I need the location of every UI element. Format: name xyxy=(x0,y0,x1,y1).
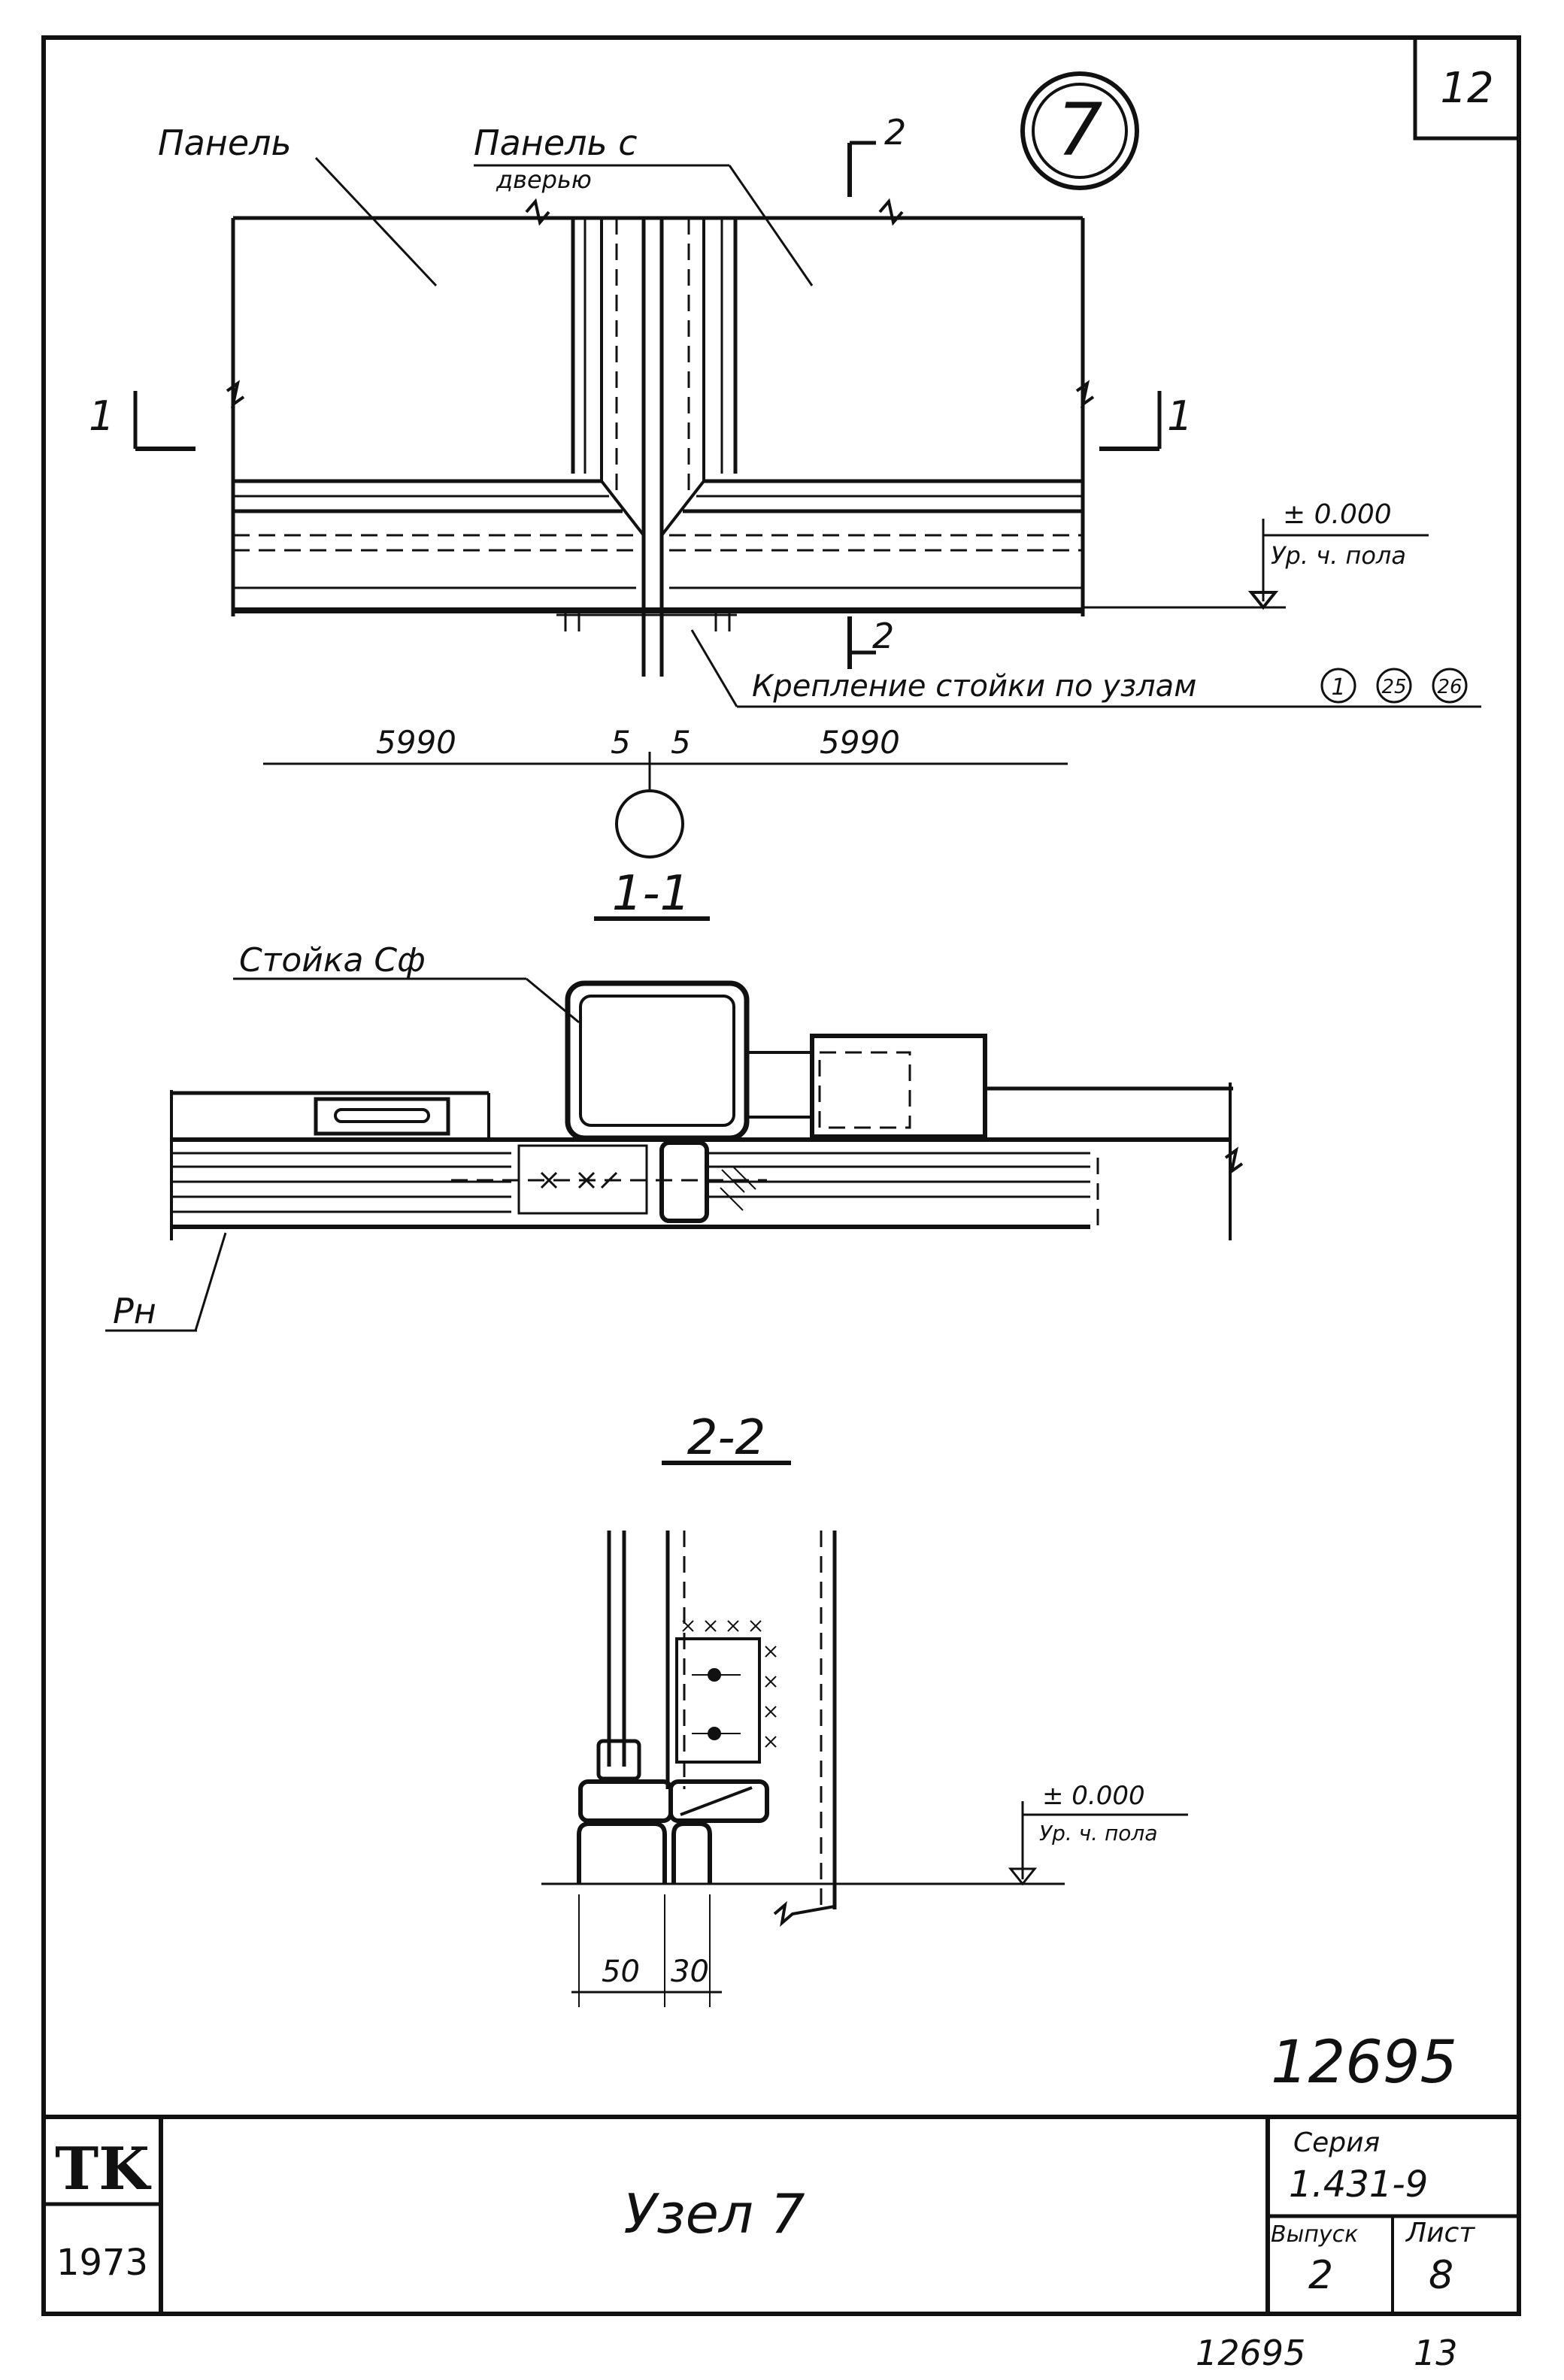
profile-tube-left xyxy=(578,1779,673,1823)
dim-right: 5990 xyxy=(820,724,900,761)
bracket-right xyxy=(810,1034,987,1139)
level-2-caption: Ур. ч. пола xyxy=(1039,1821,1157,1846)
break-mark-top-left xyxy=(525,198,550,226)
weld-hatch xyxy=(720,1166,756,1211)
attachment-note: Крепление стойки по узлам xyxy=(752,669,1196,704)
bracket-hidden xyxy=(818,1051,911,1129)
sheet-value: 8 xyxy=(1429,2253,1453,2298)
post-leader xyxy=(526,977,580,1024)
level-value: ± 0.000 xyxy=(1283,499,1392,530)
ref-node-1-circle xyxy=(1320,668,1356,704)
level-2-value: ± 0.000 xyxy=(1042,1781,1145,1811)
sheet-label: Лист xyxy=(1405,2218,1475,2248)
issue-value: 2 xyxy=(1308,2253,1333,2298)
main-view: Панель Панель с дверью xyxy=(89,112,1481,858)
section-2-label-bottom: 2 xyxy=(872,616,894,656)
break-mark-top-right xyxy=(878,198,904,226)
post-tube-outer xyxy=(565,980,750,1141)
section-2-2: 2-2 ± 0.000 Ур. ч. пола xyxy=(541,1410,1188,2007)
channel-left xyxy=(577,1821,667,1884)
bevel-right xyxy=(660,480,705,537)
bevel-left xyxy=(600,480,645,537)
page-number: 12 xyxy=(1440,64,1493,113)
ref-node-26: 26 xyxy=(1437,676,1462,698)
label-post: Стойка Сф xyxy=(239,941,426,980)
bottom-page-number: 13 xyxy=(1414,2333,1458,2373)
dim-gap-left: 5 xyxy=(611,724,631,761)
node-circle-inner xyxy=(1032,83,1128,179)
ref-node-26-circle xyxy=(1432,668,1468,704)
ref-node-25-circle xyxy=(1376,668,1412,704)
level-2-triangle xyxy=(1008,1867,1038,1886)
ref-node-25: 25 xyxy=(1381,676,1406,698)
level-caption: Ур. ч. пола xyxy=(1271,541,1406,570)
break-mark-left xyxy=(226,380,245,408)
year: 1973 xyxy=(56,2242,148,2284)
level-triangle xyxy=(1247,591,1279,610)
issue-label: Выпуск xyxy=(1271,2221,1358,2248)
series-value: 1.431-9 xyxy=(1289,2163,1428,2206)
label-rn: Рн xyxy=(113,1291,156,1331)
series-label: Серия xyxy=(1293,2127,1380,2158)
attachment-leader xyxy=(690,629,738,707)
label-panel-door-2: дверью xyxy=(496,165,592,194)
sheet-frame xyxy=(41,35,1521,2316)
dim-gap-right: 5 xyxy=(671,724,691,761)
archive-number: 12695 xyxy=(1196,2333,1305,2373)
section-2-label-top: 2 xyxy=(884,112,906,153)
rn-leader xyxy=(194,1232,227,1331)
section-2-title: 2-2 xyxy=(687,1410,766,1466)
plate-slot xyxy=(334,1108,430,1123)
ref-node-1: 1 xyxy=(1331,674,1345,701)
section-1-label-right: 1 xyxy=(1167,392,1193,440)
small-tube xyxy=(659,1140,709,1223)
section-1-title: 1-1 xyxy=(612,866,691,922)
leader-panel xyxy=(314,156,438,287)
profile-diagonal xyxy=(680,1786,753,1816)
label-panel: Панель xyxy=(158,123,292,163)
dim-a: 50 xyxy=(602,1955,640,1989)
leader-door xyxy=(728,165,814,286)
dim-b: 30 xyxy=(671,1955,709,1989)
node-circle-outer xyxy=(1020,71,1139,190)
label-panel-door-1: Панель с xyxy=(474,123,638,163)
bolt-plate-crosses xyxy=(540,1171,618,1189)
bolt-plate-2 xyxy=(675,1637,761,1764)
break-mark-section-2 xyxy=(773,1900,835,1927)
post-tube-inner xyxy=(579,995,735,1127)
slotted-plate xyxy=(314,1097,450,1136)
bolt-plate xyxy=(517,1144,648,1215)
axis-circle xyxy=(615,789,684,858)
door-shoe xyxy=(596,1739,641,1781)
break-mark-right xyxy=(1075,380,1095,408)
title-block: TK 1973 Узел 7 Серия 1.431-9 Выпуск 2 Ли… xyxy=(44,2115,1519,2314)
org-mark: TK xyxy=(55,2135,152,2203)
drawing-title: Узел 7 xyxy=(623,2182,805,2245)
dim-left: 5990 xyxy=(376,724,456,761)
page-number-box xyxy=(1413,35,1521,141)
node-number: 7 xyxy=(1056,88,1102,172)
stamp-number: 12695 xyxy=(1271,2029,1457,2097)
break-mark-section-1 xyxy=(1224,1146,1244,1175)
section-1-label-left: 1 xyxy=(89,392,114,440)
profile-tube-right xyxy=(668,1779,769,1823)
channel-right xyxy=(671,1821,712,1884)
section-1-1: 1-1 Стойка Сф xyxy=(105,866,1244,1332)
weld-crosses xyxy=(682,1620,777,1748)
